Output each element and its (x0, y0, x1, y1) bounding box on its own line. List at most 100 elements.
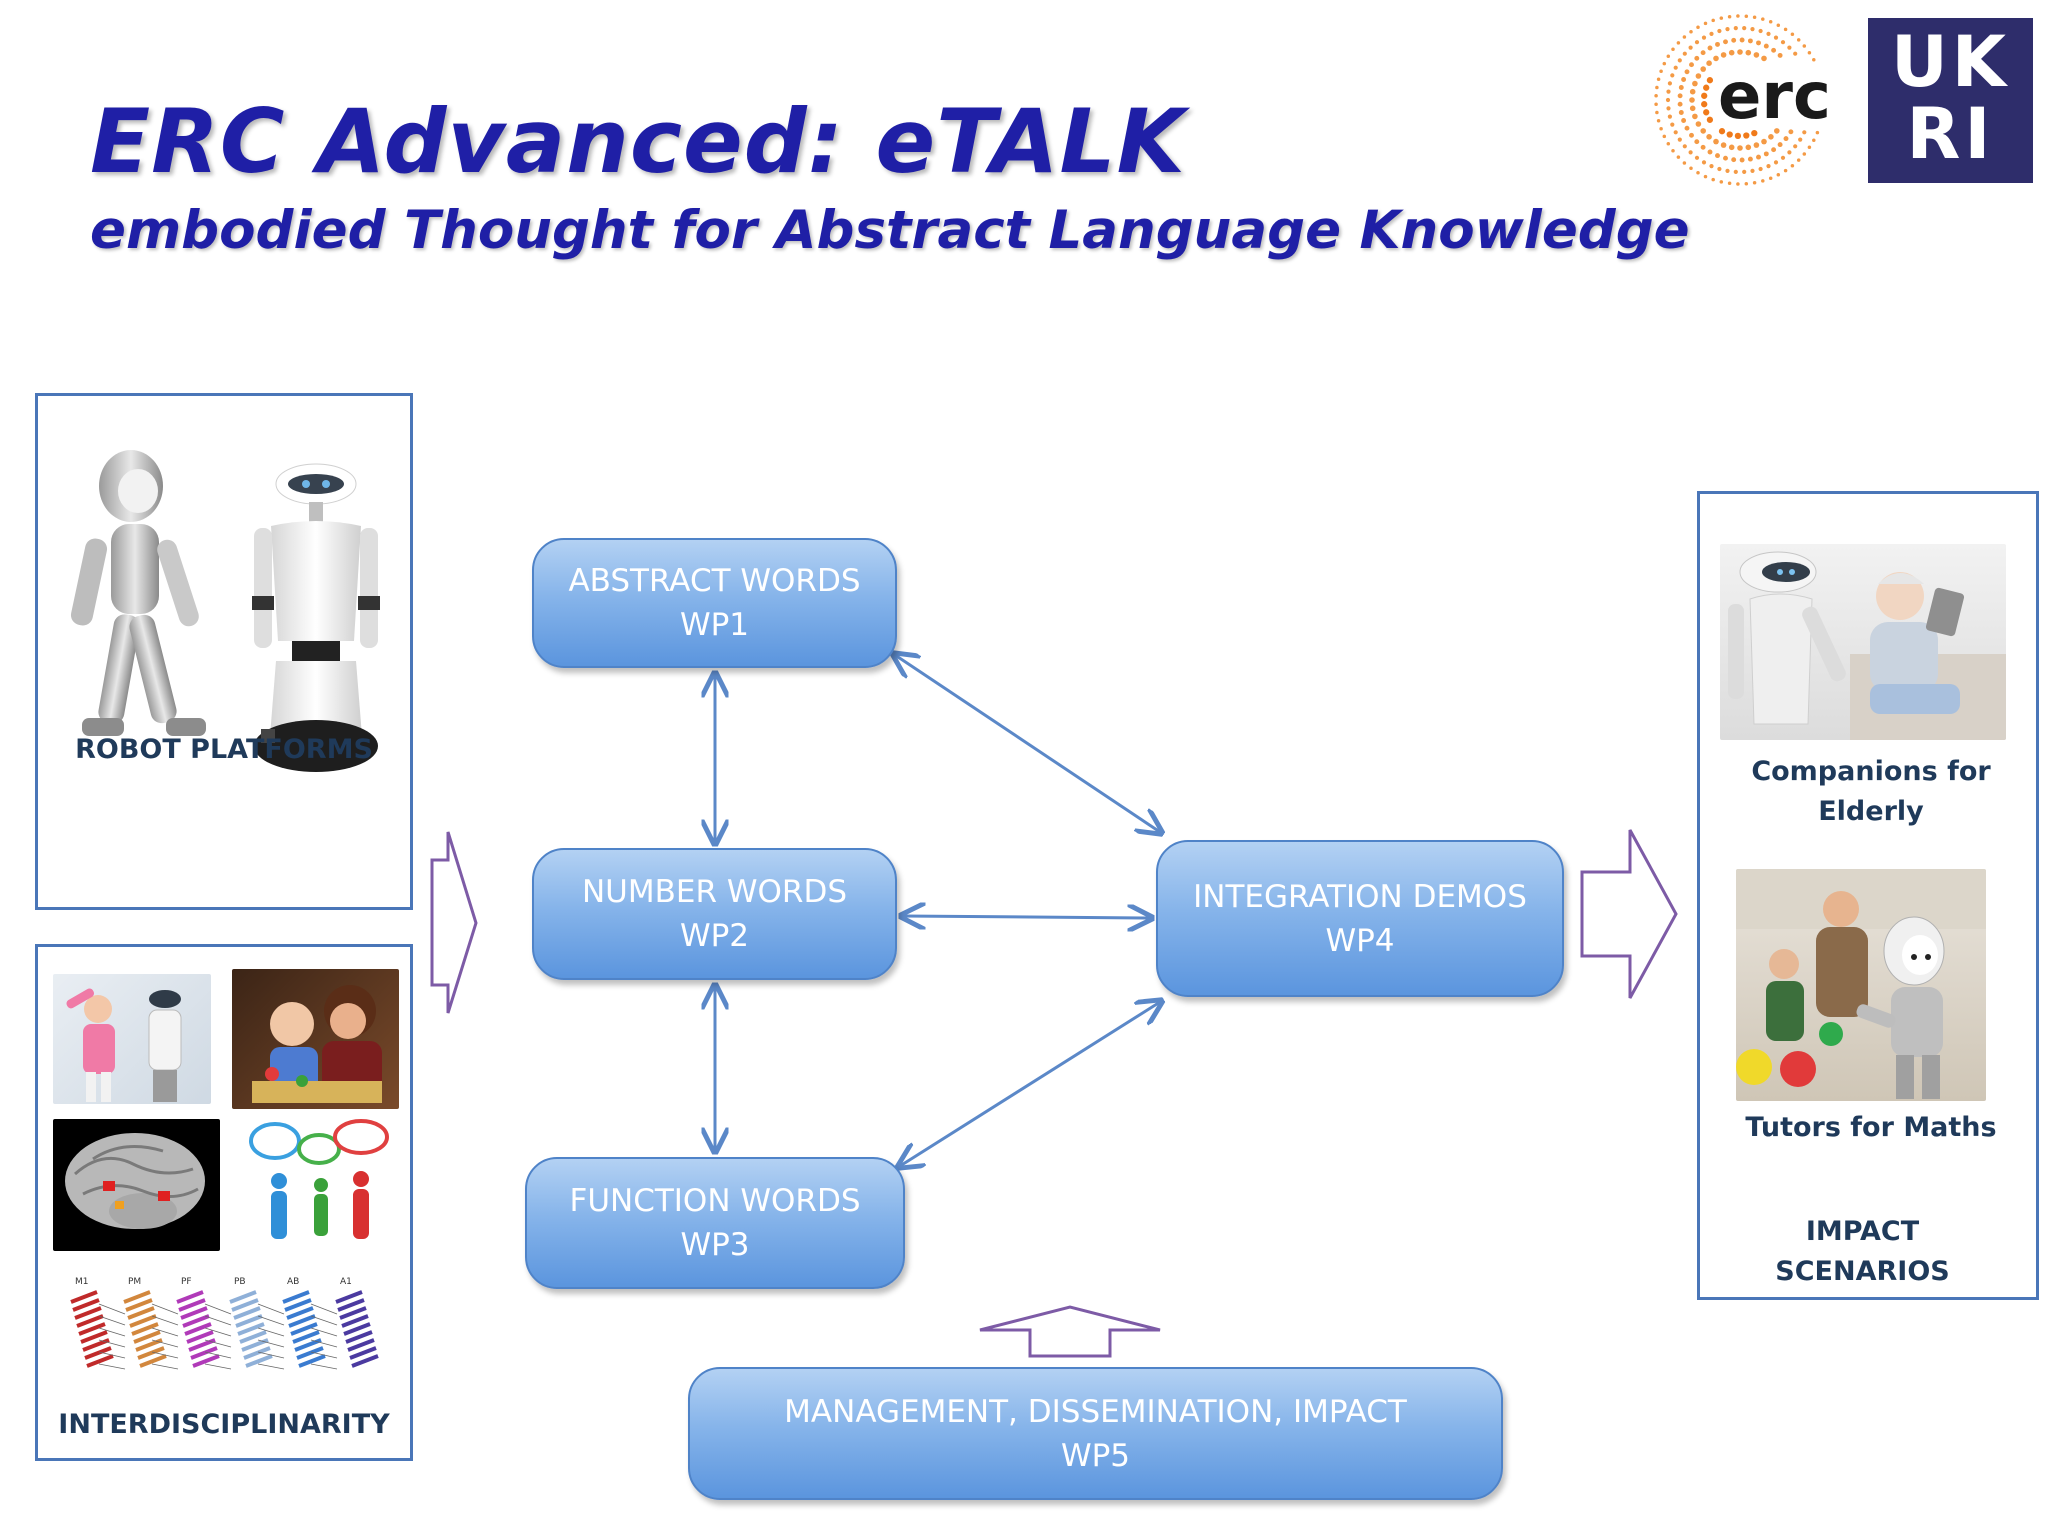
erc-logo-dot (1667, 114, 1672, 119)
erc-logo-dot (1700, 50, 1706, 56)
brain-scan-image (53, 1119, 220, 1251)
erc-logo-dot (1783, 27, 1788, 32)
network-connection (151, 1351, 179, 1359)
network-layer-stroke (351, 1354, 379, 1368)
network-connection (310, 1363, 338, 1370)
network-layer-stroke (298, 1354, 326, 1368)
network-connection (204, 1303, 232, 1315)
erc-logo-dot (1700, 144, 1706, 150)
erc-logo-dot (1727, 14, 1732, 19)
erc-logo-dot (1717, 28, 1722, 34)
network-connection (151, 1303, 179, 1315)
impact-scenarios-label: IMPACT SCENARIOS (1700, 1212, 2025, 1292)
network-layer-stroke (286, 1306, 314, 1320)
erc-logo-dot (1798, 137, 1803, 142)
erc-logo-dot (1725, 168, 1730, 173)
erc-logo-dot (1671, 47, 1675, 52)
network-layer-stroke (231, 1298, 259, 1312)
erc-logo-dot (1706, 134, 1712, 140)
erc-logo-dot (1711, 18, 1715, 23)
erc-logo-dot (1758, 28, 1763, 34)
erc-logo-dot (1807, 50, 1812, 55)
erc-logo-dot (1766, 31, 1771, 36)
erc-logo-dot (1736, 14, 1740, 18)
network-connection (151, 1315, 179, 1326)
impact-scenarios-panel: Companions for Elderly Tutors for M (1697, 491, 2039, 1300)
erc-logo-dot (1720, 52, 1727, 58)
erc-logo-dot (1707, 45, 1713, 51)
ukri-logo-line1: UK (1890, 21, 2011, 103)
erc-logo-dot (1706, 116, 1714, 123)
erc-logo-dot (1774, 128, 1780, 134)
erc-logo-dot (1666, 106, 1671, 111)
network-layer-stroke (192, 1354, 220, 1368)
network-connection (151, 1363, 179, 1370)
erc-logo-dot (1771, 147, 1777, 153)
erc-logo-dot (1766, 164, 1771, 169)
network-layer-stroke (292, 1330, 320, 1344)
wp3-id: WP3 (680, 1227, 750, 1263)
erc-logo-dot (1802, 152, 1807, 156)
network-connection (98, 1363, 126, 1370)
erc-logo-dot (1736, 182, 1740, 186)
ukri-logo-line2: RI (1906, 93, 1995, 175)
erc-logo-dot (1695, 73, 1702, 79)
network-layer-stroke (296, 1346, 324, 1360)
erc-logo-dot (1689, 88, 1696, 95)
wp4-id: WP4 (1325, 922, 1395, 959)
network-connection (257, 1339, 285, 1348)
erc-logo-dot (1777, 52, 1783, 58)
erc-logo-dot (1725, 27, 1730, 32)
erc-logo-dot (1682, 35, 1687, 39)
erc-logo-dot (1656, 77, 1661, 82)
erc-logo-dot (1701, 92, 1708, 99)
network-connection (310, 1351, 338, 1359)
erc-logo-dot (1787, 45, 1792, 50)
erc-logo-dot (1773, 160, 1779, 165)
erc-logo-dot (1689, 166, 1693, 170)
erc-logo-dot (1700, 128, 1706, 134)
network-layer-stroke (70, 1290, 98, 1304)
erc-logo-dot (1802, 44, 1807, 48)
erc-logo-dot (1682, 51, 1687, 56)
network-connection (257, 1303, 285, 1315)
erc-logo-dot (1771, 47, 1777, 53)
network-connection (310, 1315, 338, 1326)
erc-logo-dot (1709, 31, 1714, 36)
network-connection (151, 1327, 179, 1337)
erc-logo-dot (1737, 49, 1743, 55)
network-layer-stroke (84, 1346, 112, 1360)
network-layer-stroke (349, 1346, 377, 1360)
erc-logo-dot (1709, 164, 1714, 169)
erc-logo-dot (1689, 132, 1694, 138)
network-layer-stroke (186, 1330, 214, 1344)
network-layer-stroke (339, 1306, 367, 1320)
erc-logo-dot (1706, 77, 1714, 84)
network-connection (310, 1339, 338, 1348)
erc-logo-dot (1689, 30, 1693, 34)
network-layer-stroke (347, 1338, 375, 1352)
erc-logo-dot (1761, 179, 1765, 183)
erc-logo-dot (1802, 130, 1807, 135)
network-connection (98, 1351, 126, 1359)
companions-caption: Companions for Elderly (1700, 752, 2042, 832)
erc-logo-dot (1715, 153, 1720, 159)
impact-scenarios-line2: SCENARIOS (1775, 1256, 1950, 1287)
erc-logo-dot (1682, 144, 1687, 149)
erc-logo-dot (1744, 14, 1749, 18)
erc-logo-dot (1692, 113, 1698, 120)
network-connection (204, 1327, 232, 1337)
network-layer-stroke (125, 1298, 153, 1312)
erc-logo-dot (1737, 145, 1743, 151)
erc-logo-dot (1776, 172, 1781, 177)
erc-logo-dot (1684, 69, 1690, 75)
elderly-companion-photo (1720, 544, 2006, 740)
wp3-name: FUNCTION WORDS (569, 1183, 861, 1219)
erc-logo-dot (1745, 49, 1752, 56)
network-layer-stroke (176, 1290, 204, 1304)
erc-logo-dot (1695, 121, 1702, 127)
robot-platforms-image (70, 450, 380, 772)
interdisciplinarity-label: INTERDISCIPLINARITY (58, 1409, 390, 1440)
